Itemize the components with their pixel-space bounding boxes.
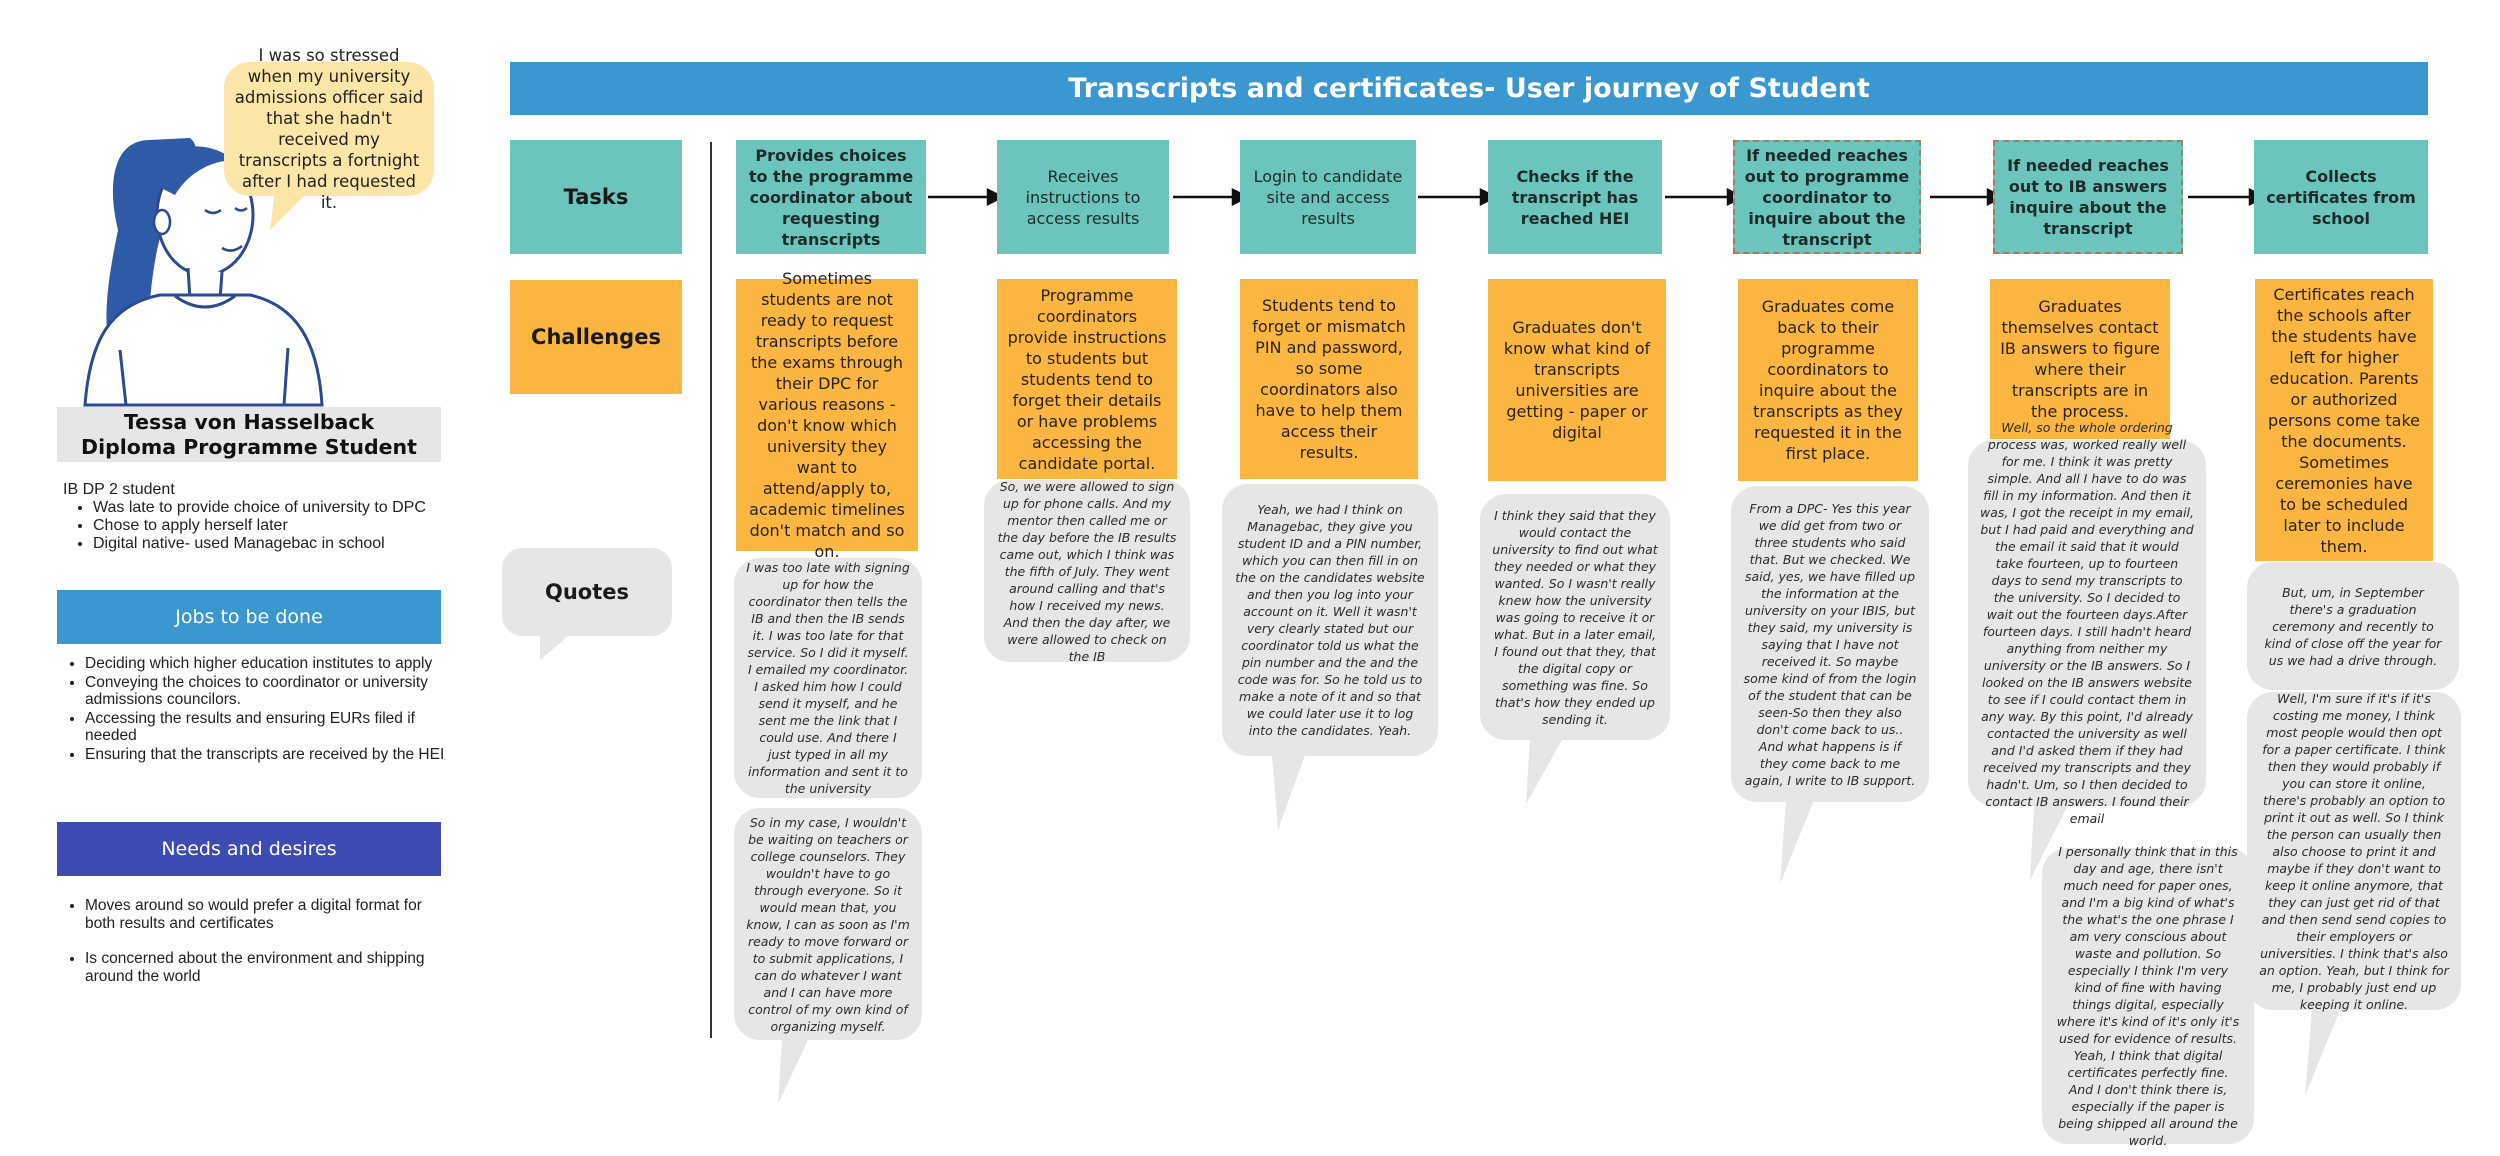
- needs-heading: Needs and desires: [57, 822, 441, 876]
- task-card: If needed reaches out to programme coord…: [1733, 140, 1921, 254]
- list-item: Digital native- used Managebac in school: [93, 535, 453, 553]
- quote-bubble: I personally think that in this day and …: [2042, 844, 2254, 1148]
- challenge-card: Graduates come back to their programme c…: [1738, 279, 1918, 481]
- persona-intro: IB DP 2 student: [63, 481, 175, 498]
- challenge-card: Students tend to forget or mismatch PIN …: [1240, 279, 1418, 479]
- persona-description: IB DP 2 student Was late to provide choi…: [63, 481, 453, 553]
- list-item: Accessing the results and ensuring EURs …: [85, 710, 447, 745]
- quote-bubble: Well, so the whole ordering process was,…: [1968, 420, 2206, 826]
- task-card: Collects certificates from school: [2254, 140, 2428, 254]
- challenge-card: Programme coordinators provide instructi…: [997, 279, 1177, 479]
- quote-bubble: From a DPC- Yes this year we did get fro…: [1731, 486, 1929, 802]
- persona-speech-tail: [270, 190, 310, 230]
- persona-speech-bubble: I was so stressed when my university adm…: [224, 46, 434, 212]
- list-item: Is concerned about the environment and s…: [85, 950, 447, 985]
- row-label-quotes: Quotes: [502, 548, 672, 636]
- quote-bubble: I think they said that they would contac…: [1480, 494, 1670, 740]
- quote-bubble: So in my case, I wouldn't be waiting on …: [734, 808, 922, 1040]
- row-label-challenges: Challenges: [510, 280, 682, 394]
- persona-facts-list: Was late to provide choice of university…: [63, 499, 453, 553]
- needs-list: Moves around so would prefer a digital f…: [57, 897, 447, 986]
- task-card: Checks if the transcript has reached HEI: [1488, 140, 1662, 254]
- task-card: Login to candidate site and access resul…: [1240, 140, 1416, 254]
- challenge-card: Sometimes students are not ready to requ…: [736, 269, 918, 561]
- list-item: Was late to provide choice of university…: [93, 499, 453, 517]
- quote-bubble: I was too late with signing up for how t…: [734, 558, 922, 798]
- persona-name-card: Tessa von Hasselback Diploma Programme S…: [57, 407, 441, 462]
- challenge-card: Graduates themselves contact IB answers …: [1990, 279, 2170, 439]
- list-item: Chose to apply herself later: [93, 517, 453, 535]
- quote-bubble: Well, I'm sure if it's if it's costing m…: [2247, 691, 2461, 1012]
- task-card: Provides choices to the programme coordi…: [736, 140, 926, 254]
- task-card: If needed reaches out to IB answers inqu…: [1993, 140, 2183, 254]
- list-item: Ensuring that the transcripts are receiv…: [85, 746, 447, 764]
- list-item: Conveying the choices to coordinator or …: [85, 674, 447, 709]
- list-item: Moves around so would prefer a digital f…: [85, 897, 447, 932]
- list-item: Deciding which higher education institut…: [85, 655, 447, 673]
- persona-role: Diploma Programme Student: [81, 434, 417, 459]
- page-title: Transcripts and certificates- User journ…: [510, 62, 2428, 115]
- row-label-tasks: Tasks: [510, 140, 682, 254]
- persona-body-icon: [83, 293, 324, 407]
- persona-name: Tessa von Hasselback: [123, 409, 375, 434]
- quote-bubble-tails: [778, 740, 2340, 1104]
- quote-bubble: So, we were allowed to sign up for phone…: [984, 479, 1190, 664]
- jobs-list: Deciding which higher education institut…: [57, 655, 447, 764]
- quote-bubble: Yeah, we had I think on Managebac, they …: [1222, 484, 1438, 756]
- task-card: Receives instructions to access results: [997, 140, 1169, 254]
- jobs-heading: Jobs to be done: [57, 590, 441, 644]
- quote-bubble: But, um, in September there's a graduati…: [2247, 562, 2459, 690]
- challenge-card: Certificates reach the schools after the…: [2255, 279, 2433, 561]
- challenge-card: Graduates don't know what kind of transc…: [1488, 279, 1666, 481]
- quotes-label-tail: [540, 630, 575, 660]
